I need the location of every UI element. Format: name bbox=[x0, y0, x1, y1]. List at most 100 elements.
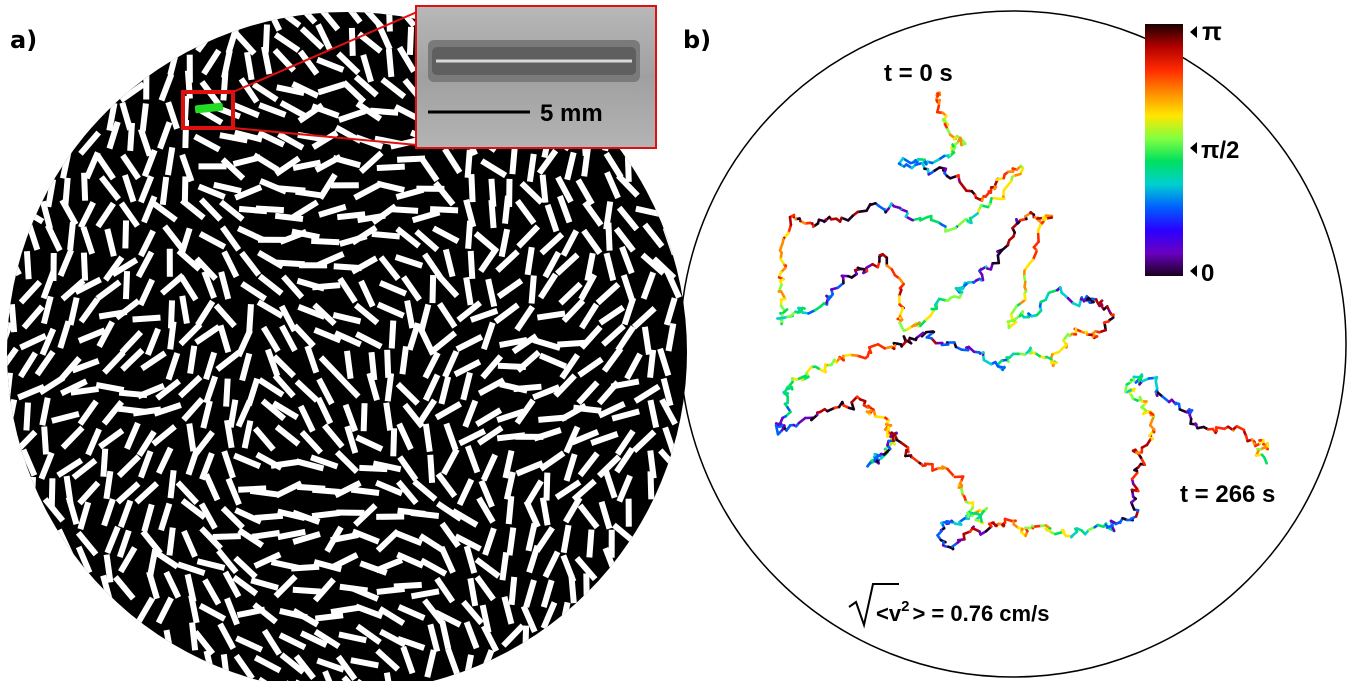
rod bbox=[178, 227, 193, 256]
rod bbox=[538, 352, 568, 370]
trajectory-segment bbox=[925, 330, 936, 339]
rod bbox=[166, 248, 173, 277]
rod bbox=[140, 529, 163, 556]
rod bbox=[202, 578, 222, 606]
rod bbox=[621, 296, 637, 326]
rod bbox=[166, 527, 176, 556]
rod bbox=[605, 222, 613, 251]
rod bbox=[603, 201, 614, 230]
rod bbox=[505, 495, 515, 525]
rod bbox=[236, 225, 265, 243]
rod bbox=[158, 502, 173, 532]
rod bbox=[159, 176, 170, 206]
trajectory-segment bbox=[850, 395, 859, 404]
rod bbox=[71, 358, 100, 374]
rod bbox=[359, 560, 388, 576]
rod bbox=[95, 201, 116, 229]
rod bbox=[479, 604, 492, 634]
rod bbox=[558, 281, 583, 306]
rod bbox=[77, 480, 101, 506]
rod bbox=[122, 174, 137, 203]
rod bbox=[218, 271, 232, 300]
rod bbox=[561, 298, 586, 324]
rod bbox=[641, 326, 652, 355]
rod bbox=[199, 526, 223, 551]
rod bbox=[616, 205, 640, 232]
rod bbox=[480, 158, 508, 179]
rod bbox=[625, 498, 632, 527]
rod bbox=[57, 248, 75, 277]
rod bbox=[554, 479, 582, 500]
rod bbox=[277, 528, 306, 541]
trajectory-segment bbox=[911, 216, 922, 222]
rod bbox=[139, 103, 149, 132]
rod bbox=[424, 649, 437, 678]
rod bbox=[503, 471, 516, 501]
rod bbox=[582, 200, 604, 227]
rod bbox=[261, 46, 273, 75]
rod bbox=[95, 279, 122, 302]
rod bbox=[225, 477, 242, 506]
rod bbox=[401, 275, 422, 302]
rod bbox=[194, 324, 221, 345]
rod bbox=[70, 385, 99, 396]
rod bbox=[433, 180, 456, 207]
rod bbox=[220, 157, 246, 181]
colorbar-label-pi: π bbox=[1202, 16, 1222, 46]
rod bbox=[222, 570, 242, 599]
container-outline bbox=[679, 10, 1347, 678]
rod bbox=[198, 502, 218, 530]
rod bbox=[213, 181, 242, 194]
rod bbox=[540, 601, 558, 630]
rod bbox=[40, 295, 54, 325]
rod bbox=[227, 399, 239, 428]
rod bbox=[251, 529, 281, 540]
rod bbox=[601, 323, 626, 347]
rod bbox=[239, 352, 253, 382]
rod bbox=[151, 201, 178, 223]
rod bbox=[493, 302, 520, 325]
rod bbox=[77, 399, 99, 426]
rod bbox=[258, 102, 287, 118]
rod bbox=[274, 212, 304, 223]
trajectory-segment bbox=[817, 367, 828, 374]
rod bbox=[45, 223, 63, 252]
rod bbox=[659, 398, 678, 426]
rod bbox=[124, 421, 141, 450]
rod bbox=[102, 350, 126, 375]
rod bbox=[332, 154, 361, 169]
trajectory-segment bbox=[1130, 471, 1139, 481]
rod bbox=[640, 252, 666, 276]
rod bbox=[39, 327, 57, 356]
rod bbox=[17, 384, 46, 401]
rod bbox=[528, 275, 537, 304]
rod bbox=[241, 420, 254, 449]
zoom-line-bottom bbox=[232, 127, 418, 146]
rod bbox=[380, 77, 407, 100]
rod bbox=[38, 451, 55, 480]
rod bbox=[309, 454, 339, 470]
rod bbox=[557, 339, 586, 348]
rod bbox=[501, 623, 525, 648]
rod bbox=[136, 382, 166, 400]
rod bbox=[156, 446, 174, 475]
rod bbox=[663, 297, 678, 326]
rod bbox=[7, 346, 19, 374]
rod bbox=[257, 273, 284, 296]
rod bbox=[136, 430, 157, 457]
rod bbox=[633, 383, 661, 404]
rod bbox=[360, 403, 368, 432]
rod bbox=[560, 524, 572, 554]
rod bbox=[312, 577, 336, 603]
rod bbox=[198, 197, 223, 222]
rod bbox=[647, 349, 657, 379]
rod bbox=[524, 246, 535, 276]
rod bbox=[620, 274, 636, 303]
rod bbox=[147, 548, 159, 578]
rod bbox=[418, 303, 432, 333]
rod bbox=[295, 188, 324, 199]
rod bbox=[274, 424, 301, 447]
rod bbox=[577, 451, 600, 478]
rod bbox=[480, 321, 496, 351]
rod bbox=[385, 48, 395, 78]
